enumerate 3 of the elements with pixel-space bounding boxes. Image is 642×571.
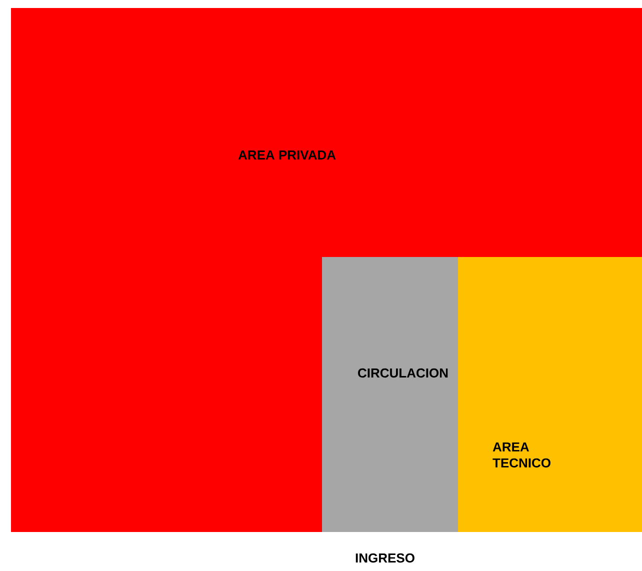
entrance-label: INGRESO — [356, 553, 414, 563]
circulation-block: CIRCULACION — [322, 257, 458, 532]
technical-area-block: AREA TECNICO — [458, 257, 642, 532]
